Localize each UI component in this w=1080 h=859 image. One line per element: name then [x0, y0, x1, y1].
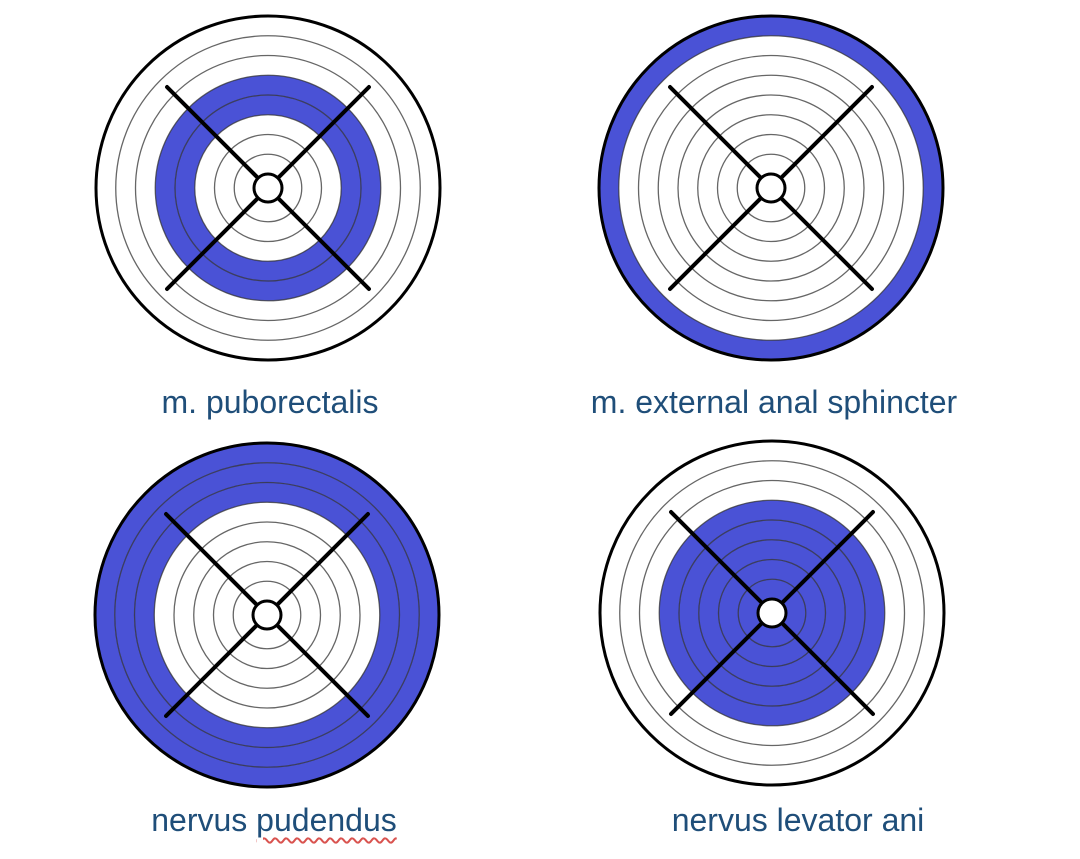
- diagonal-spoke: [274, 622, 370, 718]
- diagram-panel-external-anal-sphincter: m. external anal sphincter: [540, 0, 1080, 429]
- center-hole: [251, 599, 283, 631]
- ring-outline: [174, 94, 362, 282]
- ring-outline: [193, 541, 341, 689]
- caption-text: nervus levator ani: [671, 802, 925, 838]
- outer-ring-border: [94, 14, 442, 362]
- diagonal-spoke: [779, 510, 875, 606]
- ring-outline: [213, 133, 323, 243]
- target-diagram-levator-ani: [598, 439, 946, 787]
- ring-outline: [153, 501, 381, 729]
- ring-outline: [716, 133, 826, 243]
- target-diagram-puborectalis: [94, 14, 442, 362]
- ring-outline: [173, 521, 361, 709]
- ring-outline: [619, 460, 925, 766]
- diagonal-spoke: [668, 195, 764, 291]
- caption-text: m. puborectalis: [161, 384, 379, 420]
- diagonal-spoke: [669, 510, 765, 606]
- diagram-panel-puborectalis: m. puborectalis: [0, 0, 540, 429]
- center-hole: [252, 172, 284, 204]
- diagonal-spoke: [275, 85, 371, 181]
- diagonal-spoke: [779, 620, 875, 716]
- target-diagram-pudendus: [93, 441, 441, 789]
- ring-outline: [698, 539, 846, 687]
- ring-outline: [658, 499, 886, 727]
- outer-ring-border: [597, 14, 945, 362]
- caption-external-anal-sphincter: m. external anal sphincter: [504, 382, 1044, 422]
- diagram-panel-pudendus: nervus pudendus: [0, 429, 540, 858]
- caption-puborectalis: m. puborectalis: [0, 382, 540, 422]
- ring-outline: [637, 54, 905, 322]
- ring-outline: [736, 153, 806, 223]
- outer-ring-border: [93, 441, 441, 789]
- ring-outline: [737, 578, 807, 648]
- outer-ring-border: [598, 439, 946, 787]
- diagonal-spoke: [778, 195, 874, 291]
- caption-word-nervus: nervus: [151, 802, 248, 838]
- diagonal-spoke: [668, 85, 764, 181]
- caption-text: m. external anal sphincter: [590, 384, 958, 420]
- ring-outline: [697, 114, 845, 262]
- ring-outline: [618, 35, 924, 341]
- ring-outline: [115, 35, 421, 341]
- diagonal-spoke: [164, 622, 260, 718]
- ring-outline: [677, 94, 865, 282]
- ring-outline: [232, 580, 302, 650]
- diagonal-spoke: [165, 85, 261, 181]
- ring-outline: [678, 519, 866, 707]
- diagram-panel-levator-ani: nervus levator ani: [540, 429, 1080, 858]
- diagonal-spoke: [275, 195, 371, 291]
- ring-outline: [194, 114, 342, 262]
- ring-outline: [154, 74, 382, 302]
- diagonal-spoke: [165, 195, 261, 291]
- ring-outline: [657, 74, 885, 302]
- ring-outline: [134, 54, 402, 322]
- ring-outline: [114, 462, 420, 768]
- diagonal-spoke: [669, 620, 765, 716]
- center-hole: [755, 172, 787, 204]
- diagonal-spoke: [274, 512, 370, 608]
- center-hole: [756, 597, 788, 629]
- target-diagram-external-anal-sphincter: [597, 14, 945, 362]
- diagonal-spoke: [778, 85, 874, 181]
- ring-outline: [133, 481, 401, 749]
- caption-word-pudendus: pudendus: [256, 802, 397, 838]
- caption-pudendus: nervus pudendus: [4, 800, 544, 840]
- ring-outline: [212, 560, 322, 670]
- diagonal-spoke: [164, 512, 260, 608]
- ring-outline: [638, 479, 906, 747]
- caption-levator-ani: nervus levator ani: [528, 800, 1068, 840]
- ring-outline: [717, 558, 827, 668]
- ring-outline: [233, 153, 303, 223]
